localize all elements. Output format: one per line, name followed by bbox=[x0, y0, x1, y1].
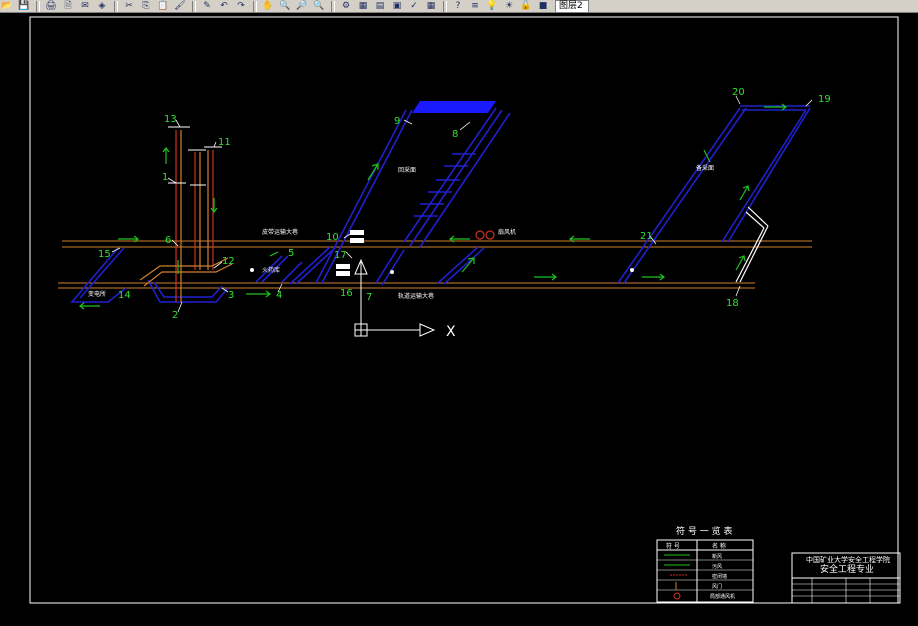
upper-roadway bbox=[62, 240, 812, 248]
node-label-10: 10 bbox=[326, 232, 339, 243]
node-label-7: 7 bbox=[366, 292, 372, 303]
node-label-18: 18 bbox=[726, 298, 739, 309]
toolbar-separator bbox=[114, 0, 118, 12]
airflow-arrows bbox=[79, 103, 787, 310]
layer-dropdown-value: 图层2 bbox=[559, 0, 583, 11]
label-lower-roadway: 轨道运输大巷 bbox=[398, 292, 434, 300]
right-connector bbox=[735, 206, 769, 283]
node-label-8: 8 bbox=[452, 129, 458, 140]
node-label-9: 9 bbox=[394, 116, 400, 127]
sun-icon[interactable]: ☀ bbox=[504, 0, 514, 11]
legend-row-stopping: 密闭墙 bbox=[712, 573, 727, 580]
drawing-canvas[interactable]: 13 11 1 6 15 12 5 3 4 14 2 10 17 16 7 9 … bbox=[0, 12, 918, 626]
legend-col-symbol: 符 号 bbox=[666, 542, 680, 550]
node-label-4: 4 bbox=[276, 290, 282, 301]
cut-icon[interactable]: ✂ bbox=[125, 0, 133, 11]
node-label-11: 11 bbox=[218, 137, 231, 148]
sheet-set-icon[interactable]: ▣ bbox=[392, 0, 402, 11]
node-label-12: 12 bbox=[222, 256, 235, 267]
quickcalc-icon[interactable]: ▦ bbox=[426, 0, 436, 11]
plot-preview-icon[interactable]: 🗎 bbox=[64, 0, 72, 11]
node-label-3: 3 bbox=[228, 290, 234, 301]
shafts bbox=[139, 130, 233, 302]
node-label-16: 16 bbox=[340, 288, 353, 299]
markup-icon[interactable]: ✓ bbox=[410, 0, 418, 11]
label-upper-roadway: 皮带运输大巷 bbox=[262, 228, 298, 236]
layers-icon[interactable]: ≡ bbox=[471, 0, 479, 11]
undo-icon[interactable]: ↶ bbox=[220, 0, 228, 11]
node-label-1: 1 bbox=[162, 172, 168, 183]
label-leaders bbox=[111, 95, 813, 313]
label-fan-station: 扇风机 bbox=[498, 228, 516, 236]
node-label-13: 13 bbox=[164, 114, 177, 125]
node-label-19: 19 bbox=[818, 94, 831, 105]
toolbar-separator bbox=[443, 0, 447, 12]
node-label-15: 15 bbox=[98, 249, 111, 260]
toolbar-separator bbox=[331, 0, 335, 12]
fan-station bbox=[250, 230, 634, 276]
shaft-collars bbox=[168, 126, 222, 186]
ucs-icon bbox=[354, 258, 436, 337]
label-explosive-store: 火药库 bbox=[262, 266, 280, 274]
title-block-org: 中国矿业大学安全工程学院 bbox=[806, 555, 890, 564]
publish-icon[interactable]: ✉ bbox=[81, 0, 89, 11]
label-substation: 变电所 bbox=[88, 290, 106, 298]
paste-icon[interactable]: 📋 bbox=[157, 0, 169, 11]
title-block: 中国矿业大学安全工程学院 安全工程专业 bbox=[791, 552, 901, 604]
standard-toolbar: 📂 💾 🖨 🗎 ✉ ◈ ✂ ⎘ 📋 🖌 ✎ ↶ ↷ ✋ 🔍 🔎 🔍 ⚙ ▦ ▤ ▣ ✓ ▦? ≡ 💡 ☀ 🔓 ■ 图层2 bbox=[0, 0, 918, 13]
zoom-window-icon[interactable]: 🔎 bbox=[296, 0, 308, 11]
label-working-face: 回采面 bbox=[398, 166, 416, 174]
node-label-2: 2 bbox=[172, 310, 178, 321]
design-center-icon[interactable]: ▦ bbox=[358, 0, 368, 11]
area-labels: 皮带运输大巷 轨道运输大巷 回采面 备采面 变电所 火药库 扇风机 bbox=[88, 164, 714, 300]
lock-icon[interactable]: 🔓 bbox=[520, 0, 532, 11]
legend-title: 符 号 一 览 表 bbox=[676, 525, 732, 537]
node-label-6: 6 bbox=[165, 235, 171, 246]
legend-row-fresh-air: 新风 bbox=[712, 553, 722, 560]
layer-dropdown[interactable]: 图层2 bbox=[555, 0, 589, 12]
legend-row-air-door: 风门 bbox=[712, 583, 722, 590]
drawing-frame bbox=[29, 16, 899, 604]
properties-icon[interactable]: ⚙ bbox=[341, 0, 351, 11]
copy-icon[interactable]: ⎘ bbox=[142, 0, 150, 11]
toolbar-separator bbox=[253, 0, 257, 12]
block-editor-icon[interactable]: ✎ bbox=[203, 0, 211, 11]
node-label-17: 17 bbox=[334, 250, 347, 261]
pan-icon[interactable]: ✋ bbox=[262, 0, 274, 11]
legend-row-return-air: 污风 bbox=[712, 563, 722, 570]
open-icon[interactable]: 📂 bbox=[1, 0, 13, 11]
legend-table: 符 号 一 览 表 符 号 名 称 新风 污风 密闭墙 风门 局部通风机 bbox=[656, 525, 754, 603]
print-icon[interactable]: 🖨 bbox=[45, 0, 57, 11]
ucs-x-label: X bbox=[446, 324, 456, 340]
legend-row-local-fan: 局部通风机 bbox=[710, 593, 735, 600]
save-icon[interactable]: 💾 bbox=[18, 0, 30, 11]
redo-icon[interactable]: ↷ bbox=[237, 0, 245, 11]
lower-roadway bbox=[58, 282, 755, 289]
bulb-icon[interactable]: 💡 bbox=[486, 0, 498, 11]
help-icon[interactable]: ? bbox=[455, 0, 461, 11]
toolbar-separator bbox=[192, 0, 196, 12]
color-icon[interactable]: ■ bbox=[538, 0, 548, 11]
label-spare-face: 备采面 bbox=[696, 164, 714, 172]
title-block-major: 安全工程专业 bbox=[820, 563, 874, 575]
match-properties-icon[interactable]: 🖌 bbox=[174, 0, 186, 11]
zoom-realtime-icon[interactable]: 🔍 bbox=[279, 0, 291, 11]
node-label-21: 21 bbox=[640, 231, 653, 242]
tunnel-network bbox=[70, 105, 811, 303]
node-label-14: 14 bbox=[118, 290, 131, 301]
zoom-previous-icon[interactable]: 🔍 bbox=[313, 0, 325, 11]
node-label-5: 5 bbox=[288, 248, 294, 259]
toolbar-separator bbox=[36, 0, 40, 12]
3d-dwf-icon[interactable]: ◈ bbox=[98, 0, 106, 11]
node-labels: 13 11 1 6 15 12 5 3 4 14 2 10 17 16 7 9 … bbox=[98, 87, 831, 321]
face-hatch bbox=[412, 101, 496, 113]
tool-palettes-icon[interactable]: ▤ bbox=[375, 0, 385, 11]
node-label-20: 20 bbox=[732, 87, 745, 98]
legend-col-name: 名 称 bbox=[712, 542, 726, 550]
